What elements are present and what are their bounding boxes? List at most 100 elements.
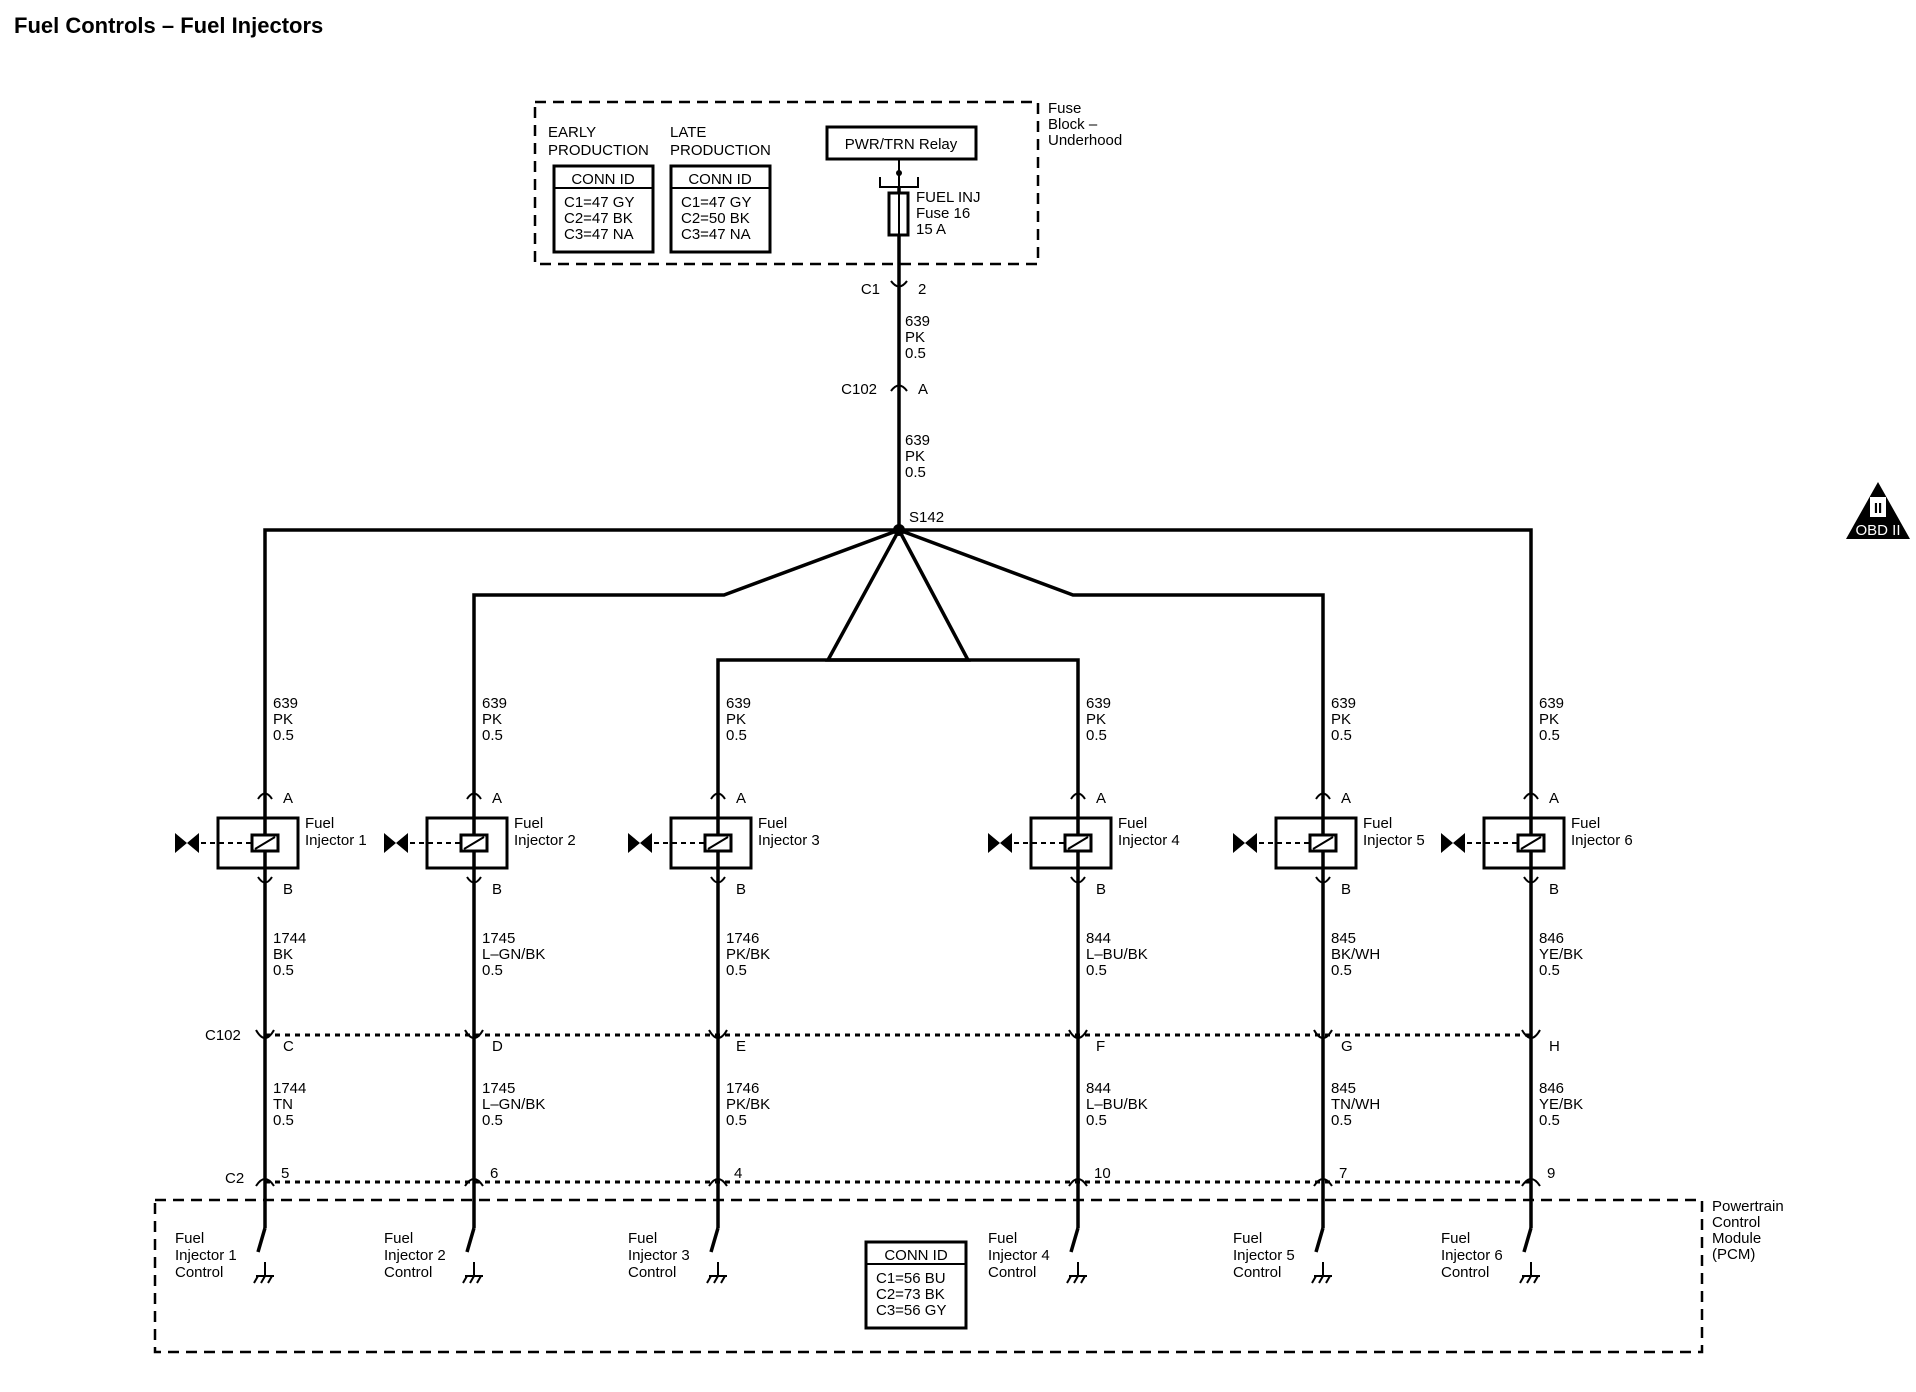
fuse-block-outline [533, 100, 1040, 266]
diagram-title: Fuel Controls – Fuel Injectors [14, 13, 323, 38]
injector-3-valve-icon [628, 833, 652, 853]
injector-6-c102-icon [1521, 1029, 1541, 1039]
pcm-name-4: (PCM) [1712, 1246, 1755, 1263]
splice-label: S142 [909, 509, 944, 526]
injector-4-driver-switch-icon [1069, 1227, 1080, 1253]
injector-3-pcm-gauge: 0.5 [726, 1112, 747, 1129]
injector-2-feed-color: PK [482, 711, 502, 728]
injector-5-c2-icon [1313, 1178, 1333, 1187]
injector-6-c2-pin: 9 [1547, 1165, 1555, 1182]
pwr-trn-relay [825, 125, 978, 161]
injector-5-out-gauge: 0.5 [1331, 962, 1352, 979]
injector-3-name-line2: Injector 3 [758, 832, 820, 849]
injector-1-c2-icon [255, 1178, 275, 1187]
late-conn-table [669, 164, 772, 254]
injector-6-control-label-line2: Injector 6 [1441, 1247, 1503, 1264]
c102-feed-pin: A [918, 381, 928, 398]
injector-3-driver-switch-icon [709, 1227, 720, 1253]
injector-1-name: Fuel [305, 815, 334, 832]
injector-2-out-color: L–GN/BK [482, 946, 545, 963]
injector-1-control-label: Fuel [175, 1230, 204, 1247]
injector-3-control-label: Fuel [628, 1230, 657, 1247]
feed1-circuit: 639 [905, 313, 930, 330]
injector-5-control-label-line3: Control [1233, 1264, 1281, 1281]
injector-3-pin-a: A [736, 790, 746, 807]
injector-4-c102-pin: F [1096, 1038, 1105, 1055]
injector-1-pin-b-icon [257, 876, 273, 884]
late-conn-c2: C2=50 BK [681, 210, 750, 227]
injector-1-control-label-line2: Injector 1 [175, 1247, 237, 1264]
injector-2-ground-icon [462, 1262, 483, 1284]
injector-3-out-color: PK/BK [726, 946, 770, 963]
injector-5-name: Fuel [1363, 815, 1392, 832]
injector-6-feed-gauge: 0.5 [1539, 727, 1560, 744]
injector-2-control-label-line2: Injector 2 [384, 1247, 446, 1264]
injector-1-c102-pin: C [283, 1038, 294, 1055]
injector-3-feed-color: PK [726, 711, 746, 728]
injector-4-control-label: Fuel [988, 1230, 1017, 1247]
injector-6-control-label-line3: Control [1441, 1264, 1489, 1281]
injector-6-name-line2: Injector 6 [1571, 832, 1633, 849]
injector-3-pcm-color: PK/BK [726, 1096, 770, 1113]
fuse-block-name-2: Block – [1048, 116, 1098, 133]
injector-1-out-color: BK [273, 946, 293, 963]
pcm-conn-c3: C3=56 GY [876, 1302, 946, 1319]
injector-2-c102-icon [464, 1029, 484, 1039]
injector-6-valve-icon [1441, 833, 1465, 853]
c102-row-label: C102 [205, 1027, 241, 1044]
injector-6-pcm-color: YE/BK [1539, 1096, 1583, 1113]
injector-4-wire [825, 529, 1080, 1200]
injector-2-c2-icon [464, 1178, 484, 1187]
early-conn-c3: C3=47 NA [564, 226, 634, 243]
injector-6-pin-b-icon [1523, 876, 1539, 884]
fuse-block-name-3: Underhood [1048, 132, 1122, 149]
injector-1-feed-circuit: 639 [273, 695, 298, 712]
injector-4-pin-b: B [1096, 881, 1106, 898]
injector-3-c102-icon [708, 1029, 728, 1039]
injector-4-pcm-circuit: 844 [1086, 1080, 1111, 1097]
injector-5-pcm-circuit: 845 [1331, 1080, 1356, 1097]
injector-3-feed-circuit: 639 [726, 695, 751, 712]
injector-4-name-line2: Injector 4 [1118, 832, 1180, 849]
late-conn-c3: C3=47 NA [681, 226, 751, 243]
early-conn-header: CONN ID [571, 171, 635, 188]
injector-6-pin-b: B [1549, 881, 1559, 898]
relay-label: PWR/TRN Relay [845, 136, 958, 153]
injector-2-pin-a-icon [466, 792, 482, 800]
obd-numeral: II [1874, 500, 1882, 517]
early-conn-table [552, 164, 655, 254]
injector-6-wire [899, 528, 1533, 1200]
injector-3-control-label-line2: Injector 3 [628, 1247, 690, 1264]
fuse-block: Fuse Block – Underhood EARLY PRODUCTION … [533, 100, 1122, 266]
injector-1-pin-b: B [283, 881, 293, 898]
injector-5-valve-icon [1233, 833, 1257, 853]
pcm-name-3: Module [1712, 1230, 1761, 1247]
injector-4-out-color: L–BU/BK [1086, 946, 1148, 963]
injector-4-c2-pin: 10 [1094, 1165, 1111, 1182]
injector-3-name: Fuel [758, 815, 787, 832]
injector-2-pcm-gauge: 0.5 [482, 1112, 503, 1129]
pcm-name-2: Control [1712, 1214, 1760, 1231]
injector-2-name: Fuel [514, 815, 543, 832]
injector-6-out-color: YE/BK [1539, 946, 1583, 963]
injector-4-feed-circuit: 639 [1086, 695, 1111, 712]
injector-4-pin-b-icon [1070, 876, 1086, 884]
feed1-color: PK [905, 329, 925, 346]
injector-2-driver-switch-icon [465, 1227, 476, 1253]
injector-6-pcm-gauge: 0.5 [1539, 1112, 1560, 1129]
early-heading-1: EARLY [548, 124, 596, 141]
injector-3-pin-b: B [736, 881, 746, 898]
injector-2-out-gauge: 0.5 [482, 962, 503, 979]
injector-4-out-circuit: 844 [1086, 930, 1111, 947]
c102-feed-connector-icon [890, 384, 908, 392]
pcm-module: Powertrain Control Module (PCM) CONN ID … [153, 1198, 1784, 1354]
injector-3-pcm-circuit: 1746 [726, 1080, 759, 1097]
c2-row-label: C2 [225, 1170, 244, 1187]
injector-6-driver-switch-icon [1522, 1227, 1533, 1253]
injector-4-control-label-line3: Control [988, 1264, 1036, 1281]
